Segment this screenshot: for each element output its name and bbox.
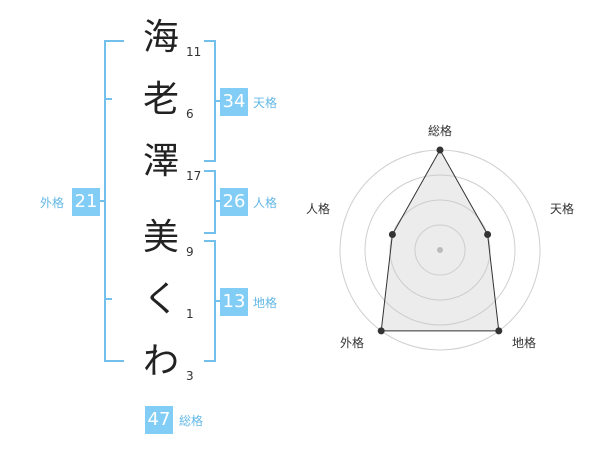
radar-point-2 [484,231,492,238]
radar-ring-2 [389,199,491,301]
radar-ring-3 [364,174,516,326]
radar-point-3 [495,327,503,335]
radar-axis-label-soukaku: 総格 [427,124,452,138]
radar-center-dot [437,247,443,253]
radar-value-polygon [380,148,500,332]
stroke-count-2: 6 [186,107,194,121]
stroke-count-1: 11 [186,45,202,59]
radar-axis-label-jinkaku: 人格 [305,202,330,216]
chikaku-connector [214,300,222,302]
radar-axis-label-tenkaku: 天格 [549,202,574,216]
tenkaku-label: 天格 [253,96,278,110]
radar-ring-1 [414,224,466,276]
stroke-count-4: 9 [186,245,194,259]
name-char-4: 美 [142,217,179,258]
soukaku-badge: 47 [145,406,173,434]
radar-point-5 [388,231,396,238]
stroke-count-3: 17 [186,169,202,183]
name-char-5: く [142,279,179,320]
tenkaku-badge: 34 [220,88,248,116]
stroke-count-5: 1 [186,307,194,321]
name-char-6: わ [142,341,179,382]
gaikaku-label: 外格 [40,196,65,210]
jinkaku-badge: 26 [220,188,248,216]
jinkaku-connector [214,200,222,202]
gaikaku-connector [100,200,106,202]
gaikaku-bracket-tick-upper [104,98,112,100]
name-char-3: 澤 [142,141,179,182]
radar-point-1 [436,146,444,154]
gaikaku-badge: 21 [72,188,100,216]
jinkaku-label: 人格 [253,196,278,210]
stroke-count-6: 3 [186,369,194,383]
radar-point-4 [377,327,385,335]
jinkaku-bracket [204,170,216,234]
gaikaku-bracket-tick-lower [104,298,112,300]
soukaku-label: 総格 [179,414,204,428]
name-char-2: 老 [142,79,179,120]
radar-axis-label-chikaku: 地格 [511,336,536,350]
radar-axis-label-gaikaku: 外格 [339,336,364,350]
tenkaku-connector [214,100,222,102]
chikaku-label: 地格 [253,296,278,310]
name-char-1: 海 [142,17,179,58]
chikaku-badge: 13 [220,288,248,316]
